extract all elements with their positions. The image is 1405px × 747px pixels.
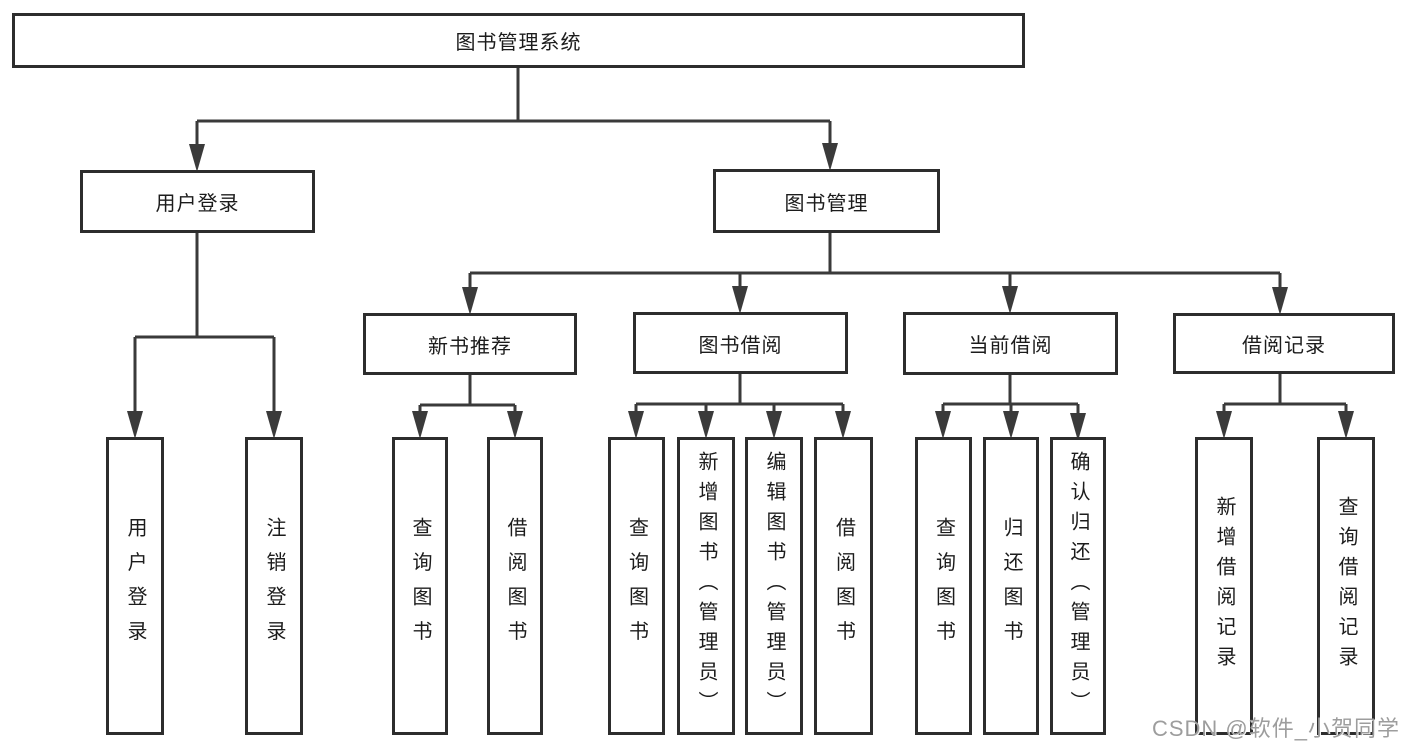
arrowhead-icon	[1216, 411, 1232, 439]
arrowhead-icon	[412, 411, 428, 439]
node-label: 图书管理	[784, 192, 869, 215]
leaf-borrow-books: 借阅图书	[487, 437, 543, 735]
leaf-add-book-admin: 新增图书（管理员）	[677, 437, 735, 735]
arrowhead-icon	[628, 411, 644, 439]
arrowhead-icon	[1070, 413, 1086, 441]
arrowhead-icon	[462, 287, 478, 315]
leaf-query-books: 查询图书	[392, 437, 448, 735]
arrowhead-icon	[698, 411, 714, 439]
leaf-label: 新增图书（管理员）	[695, 451, 717, 721]
arrowhead-icon	[822, 143, 838, 171]
node-current-borrowing: 当前借阅	[903, 312, 1118, 375]
leaf-query-books: 查询图书	[608, 437, 665, 735]
node-book-management: 图书管理	[713, 169, 940, 233]
leaf-return-books: 归还图书	[983, 437, 1039, 735]
leaf-label: 确认归还（管理员）	[1067, 451, 1089, 721]
leaf-label: 查询图书	[932, 517, 955, 655]
leaf-logout: 注销登录	[245, 437, 303, 735]
leaf-label: 借阅图书	[504, 517, 526, 655]
node-label: 当前借阅	[968, 335, 1053, 357]
arrowhead-icon	[266, 411, 282, 439]
leaf-label: 编辑图书（管理员）	[763, 451, 785, 721]
arrowhead-icon	[835, 411, 851, 439]
node-label: 借阅记录	[1242, 335, 1326, 357]
node-label: 图书管理系统	[455, 32, 582, 54]
leaf-query-borrow-record: 查询借阅记录	[1317, 437, 1375, 735]
leaf-label: 借阅图书	[832, 517, 855, 655]
csdn-watermark: CSDN @软件_小贺同学	[1151, 716, 1400, 741]
arrowhead-icon	[1002, 286, 1018, 314]
leaf-confirm-return-admin: 确认归还（管理员）	[1050, 437, 1106, 735]
arrowhead-icon	[1003, 411, 1019, 439]
leaf-label: 查询图书	[409, 517, 431, 655]
node-user-login: 用户登录	[80, 170, 315, 233]
leaf-label: 查询借阅记录	[1335, 496, 1357, 676]
arrowhead-icon	[1272, 287, 1288, 315]
leaf-borrow-books: 借阅图书	[814, 437, 873, 735]
leaf-label: 查询图书	[625, 517, 648, 655]
leaf-label: 归还图书	[1000, 517, 1022, 655]
arrowhead-icon	[935, 411, 951, 439]
leaf-label: 注销登录	[263, 517, 285, 655]
arrowhead-icon	[189, 144, 205, 172]
node-label: 新书推荐	[428, 335, 512, 358]
node-label: 用户登录	[155, 193, 240, 215]
leaf-label: 用户登录	[124, 517, 146, 655]
node-borrowing-records: 借阅记录	[1173, 313, 1395, 374]
leaf-label: 新增借阅记录	[1213, 496, 1235, 676]
node-book-borrowing: 图书借阅	[633, 312, 848, 374]
node-label: 图书借阅	[698, 334, 783, 357]
arrowhead-icon	[766, 411, 782, 439]
node-new-book-recommendation: 新书推荐	[363, 313, 577, 375]
leaf-edit-book-admin: 编辑图书（管理员）	[745, 437, 803, 735]
node-library-management-system: 图书管理系统	[12, 13, 1025, 68]
leaf-user-login: 用户登录	[106, 437, 164, 735]
leaf-query-books: 查询图书	[915, 437, 972, 735]
arrowhead-icon	[732, 286, 748, 314]
leaf-add-borrow-record: 新增借阅记录	[1195, 437, 1253, 735]
arrowhead-icon	[1338, 411, 1354, 439]
arrowhead-icon	[127, 411, 143, 439]
arrowhead-icon	[507, 411, 523, 439]
